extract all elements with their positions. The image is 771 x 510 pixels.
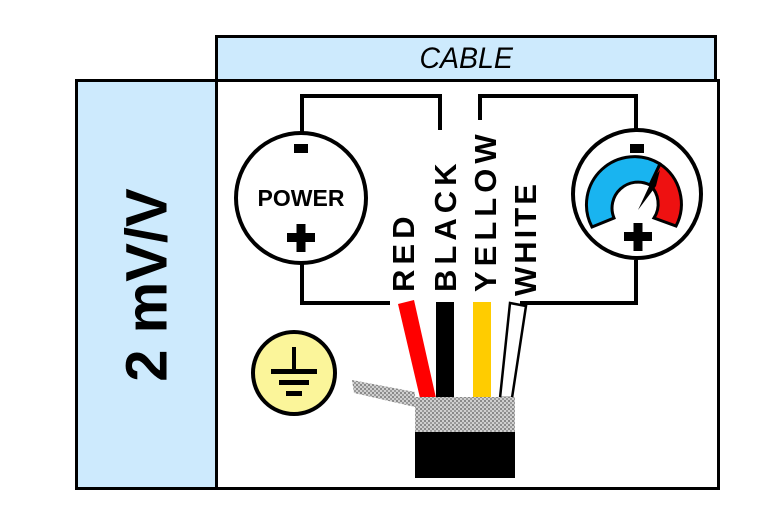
shield-drain-wire <box>352 380 415 407</box>
wire-label-yellow: YELLOW <box>468 129 503 292</box>
meter-icon <box>571 128 703 260</box>
wire-red <box>398 300 436 398</box>
wire-label-black: BLACK <box>428 159 463 293</box>
wire-yellow <box>473 302 491 398</box>
meter-positive-line <box>520 260 638 305</box>
cable-shield <box>415 397 515 433</box>
wire-label-red: RED <box>386 212 421 292</box>
sensitivity-panel: 2 mV/V <box>75 79 218 490</box>
gauge-low-arc <box>584 155 662 229</box>
cable-header: CABLE <box>215 35 717 79</box>
power-positive-line <box>300 252 390 305</box>
cable-title: CABLE <box>419 41 513 75</box>
meter-minus-sign <box>630 144 644 153</box>
power-negative-line <box>300 94 442 140</box>
power-label: POWER <box>258 185 345 211</box>
power-minus-sign <box>294 144 308 153</box>
wire-label-white: WHITE <box>508 181 543 296</box>
meter-negative-line <box>478 94 638 135</box>
power-supply-icon: POWER <box>234 131 368 265</box>
wire-white <box>498 301 528 400</box>
ground-icon <box>251 330 337 416</box>
gauge-high-arc <box>648 161 683 228</box>
gauge-needle <box>638 170 660 210</box>
wire-black <box>436 302 454 398</box>
cable-jacket <box>415 432 515 478</box>
